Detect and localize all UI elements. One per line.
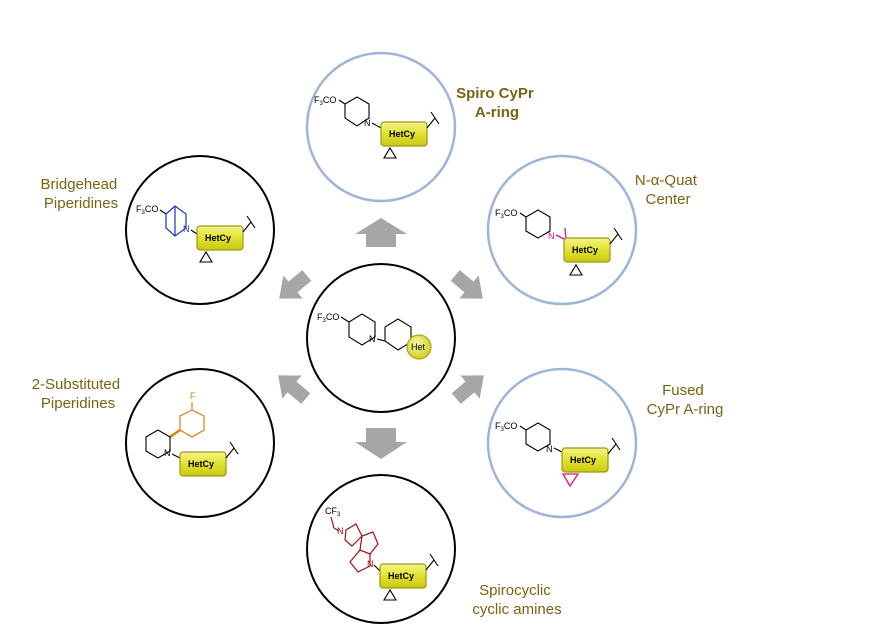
caption-spiro-cypr: Spiro CyPr A-ring xyxy=(456,85,538,121)
hetcy-box xyxy=(179,451,227,477)
cyclopropyl-icon xyxy=(383,146,397,159)
node-n-label: N xyxy=(183,224,190,234)
het-circle xyxy=(406,334,432,360)
hetcy-label: HetCy xyxy=(388,571,414,581)
hetcy-label: HetCy xyxy=(188,459,214,469)
cyclopropyl-icon xyxy=(199,250,213,263)
hetcy-label: HetCy xyxy=(572,245,598,255)
node-spirocyclic-cyclic-amines: CF3 N N HetCy xyxy=(306,474,456,624)
arrow-upper-right xyxy=(450,270,483,299)
arrow-upper-left xyxy=(279,270,312,299)
caption-spirocyclic: Spirocyclic cyclic amines xyxy=(472,582,561,618)
center-n-label: N xyxy=(369,334,376,344)
captions: Spiro CyPr A-ring N-α-Quat Center Fused … xyxy=(32,85,724,618)
caption-bridgehead: Bridgehead Piperidines xyxy=(41,176,122,212)
arrow-up xyxy=(355,218,407,247)
hetcy-label: HetCy xyxy=(205,233,231,243)
node-ring xyxy=(486,154,638,306)
hetcy-label: HetCy xyxy=(389,129,415,139)
node-n-label: N xyxy=(548,231,555,241)
caption-n-alpha-quat: N-α-Quat Center xyxy=(635,172,701,208)
cyclopropyl-icon xyxy=(569,263,583,276)
node-n-label: N xyxy=(546,444,553,454)
node-n-label: N xyxy=(364,118,371,128)
center-scaffold: F3CO N Het xyxy=(306,263,456,413)
node-2-substituted-piperidines: F N HetCy xyxy=(125,368,275,518)
hetcy-box xyxy=(561,447,609,473)
hetcy-box xyxy=(379,563,427,589)
hetcy-box xyxy=(563,237,611,263)
arrow-down xyxy=(355,428,407,459)
hetcy-box xyxy=(196,225,244,251)
node-n-alpha-quat-center: F3CO N HetCy xyxy=(486,154,638,306)
arrows xyxy=(278,218,484,459)
arrow-lower-left xyxy=(278,375,311,404)
node-n-label: N xyxy=(164,448,171,458)
hetcy-box xyxy=(380,121,428,147)
node-substituent: F xyxy=(190,391,196,401)
node-spiro-cypr-a-ring: F3CO N HetCy xyxy=(305,51,457,203)
het-label: Het xyxy=(411,342,426,352)
caption-fused-cypr: Fused CyPr A-ring xyxy=(647,382,724,418)
node-ring xyxy=(306,474,456,624)
fused-cyclopropyl-icon xyxy=(561,473,580,488)
node-n-label: N xyxy=(337,526,344,536)
node-bridgehead-piperidines: F3CO N HetCy xyxy=(125,155,275,305)
center-ring xyxy=(306,263,456,413)
arrow-lower-right xyxy=(451,375,484,404)
caption-2-substituted: 2-Substituted Piperidines xyxy=(32,376,125,412)
node-ring xyxy=(125,368,275,518)
hetcy-label: HetCy xyxy=(570,455,596,465)
cyclopropyl-icon xyxy=(383,588,397,601)
node-ring xyxy=(486,367,638,519)
node-fused-cypr-a-ring: F3CO N HetCy xyxy=(486,367,638,519)
node-n2-label: N xyxy=(367,559,374,569)
